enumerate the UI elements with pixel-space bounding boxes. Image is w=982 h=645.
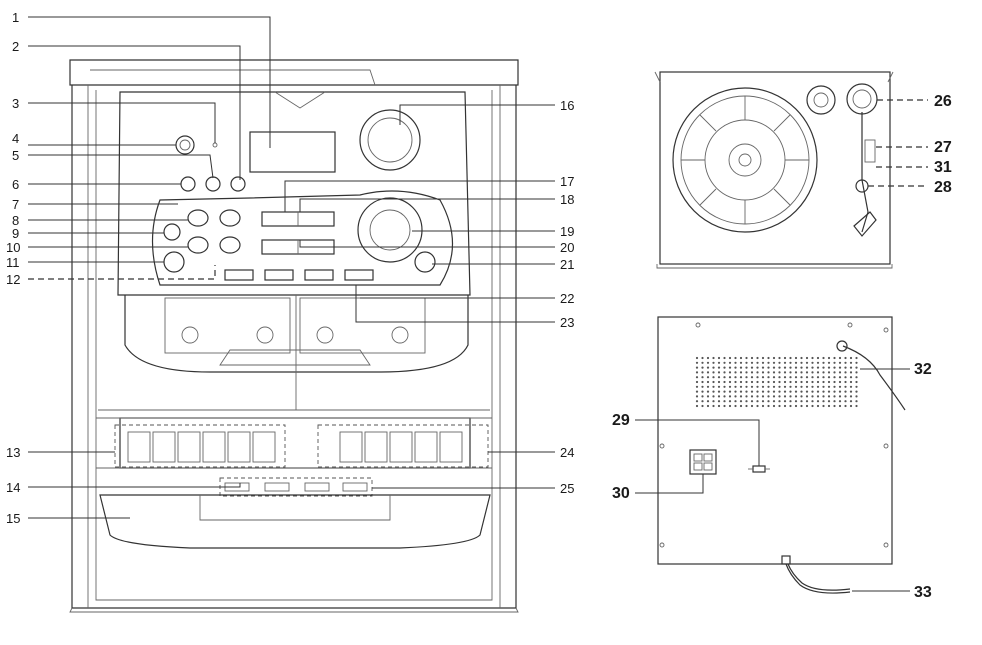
callout-17: 17 bbox=[560, 174, 574, 189]
front-leader-lines bbox=[28, 16, 555, 519]
callout-7: 7 bbox=[12, 197, 19, 212]
callout-6: 6 bbox=[12, 177, 19, 192]
equalizer-sliders-left bbox=[127, 431, 276, 463]
power-cord bbox=[842, 345, 906, 411]
tonearm-base bbox=[846, 83, 878, 115]
callout-16: 16 bbox=[560, 98, 574, 113]
equalizer-panel bbox=[119, 417, 471, 469]
rear-leader-lines bbox=[635, 368, 910, 592]
lower-door bbox=[99, 494, 491, 549]
turntable-leader-lines bbox=[868, 99, 928, 187]
vent-grille bbox=[695, 356, 858, 408]
control-panel bbox=[117, 91, 471, 296]
platter bbox=[672, 87, 818, 233]
cabinet-body bbox=[71, 85, 517, 609]
callout-27: 27 bbox=[934, 139, 952, 156]
callout-12: 12 bbox=[6, 272, 20, 287]
mic-jack bbox=[163, 251, 185, 273]
antenna-connector bbox=[752, 465, 766, 473]
equalizer-sliders-right bbox=[339, 431, 463, 463]
cassette-control-pod bbox=[151, 190, 454, 286]
callout-2: 2 bbox=[12, 39, 19, 54]
callout-1: 1 bbox=[12, 10, 19, 25]
power-button bbox=[175, 135, 195, 155]
callout-28: 28 bbox=[934, 179, 952, 196]
callout-14: 14 bbox=[6, 480, 20, 495]
callout-22: 22 bbox=[560, 291, 574, 306]
function-button-b bbox=[205, 176, 221, 192]
function-button-c bbox=[230, 176, 246, 192]
cassette-deck-a bbox=[164, 297, 291, 354]
callout-13: 13 bbox=[6, 445, 20, 460]
tonearm bbox=[861, 112, 869, 233]
callout-31: 31 bbox=[934, 159, 952, 176]
function-button-a bbox=[180, 176, 196, 192]
callout-20: 20 bbox=[560, 240, 574, 255]
callout-4: 4 bbox=[12, 131, 19, 146]
callout-25: 25 bbox=[560, 481, 574, 496]
volume-knob bbox=[359, 109, 421, 171]
cassette-deck-frame bbox=[124, 295, 469, 373]
callout-10: 10 bbox=[6, 240, 20, 255]
callout-21: 21 bbox=[560, 257, 574, 272]
callout-26: 26 bbox=[934, 93, 952, 110]
callout-11: 11 bbox=[6, 255, 20, 270]
callout-9: 9 bbox=[12, 226, 19, 241]
rear-callout-labels: 29 32 30 33 bbox=[612, 361, 932, 601]
speed-selector bbox=[806, 85, 836, 115]
callout-3: 3 bbox=[12, 96, 19, 111]
cassette-deck-b bbox=[299, 297, 426, 354]
callout-19: 19 bbox=[560, 224, 574, 239]
turntable-callout-labels: 26 27 31 28 bbox=[934, 93, 952, 196]
callout-30: 30 bbox=[612, 485, 630, 502]
front-unit bbox=[69, 59, 519, 613]
rear-panel-view bbox=[657, 316, 906, 594]
callout-29: 29 bbox=[612, 412, 630, 429]
display-window bbox=[249, 131, 336, 173]
top-lid bbox=[69, 59, 519, 86]
callout-33: 33 bbox=[914, 584, 932, 601]
callout-23: 23 bbox=[560, 315, 574, 330]
headphone-jack bbox=[163, 223, 181, 241]
callout-5: 5 bbox=[12, 148, 19, 163]
callout-18: 18 bbox=[560, 192, 574, 207]
callout-15: 15 bbox=[6, 511, 20, 526]
callout-8: 8 bbox=[12, 213, 19, 228]
callout-32: 32 bbox=[914, 361, 932, 378]
turntable-top-view bbox=[654, 71, 894, 269]
standby-led bbox=[212, 142, 218, 148]
callout-24: 24 bbox=[560, 445, 574, 460]
speaker-cable bbox=[785, 563, 851, 594]
navigation-dial bbox=[357, 197, 423, 263]
front-callout-labels: 1 2 3 4 5 6 7 8 9 10 11 12 13 14 15 16 1… bbox=[6, 10, 574, 526]
